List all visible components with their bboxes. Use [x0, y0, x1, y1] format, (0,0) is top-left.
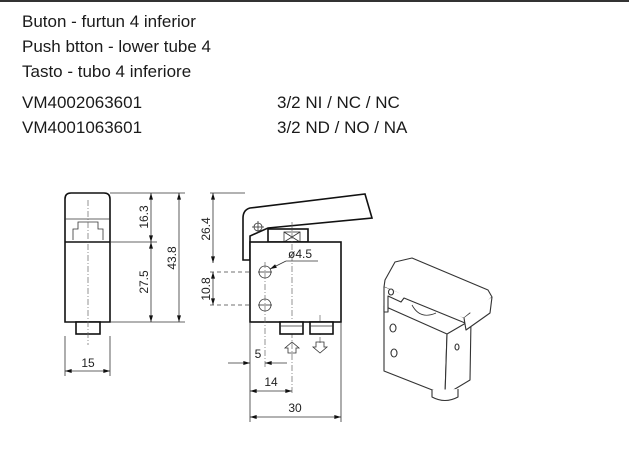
title-en: Push btton - lower tube 4 — [22, 37, 212, 56]
arrow-up-icon — [283, 341, 301, 354]
dim-hole-offset: 5 — [255, 347, 262, 361]
title-ro: Buton - furtun 4 inferior — [22, 12, 196, 31]
dim-side-total: 43.8 — [165, 246, 179, 270]
arrow-down-icon — [311, 341, 329, 354]
dim-side-bottom: 27.5 — [137, 270, 151, 294]
dim-hole-diameter: ø4.5 — [288, 247, 312, 261]
dim-front-top: 26.4 — [199, 217, 213, 241]
title-it: Tasto - tubo 4 inferiore — [22, 62, 192, 81]
dim-front-width: 30 — [288, 401, 302, 415]
dim-hole-pitch: 10.8 — [199, 277, 213, 301]
isometric-view — [383, 257, 493, 402]
dim-side-top: 16.3 — [137, 205, 151, 229]
top-border — [0, 0, 629, 2]
variant-function-1: 3/2 NI / NC / NC — [277, 93, 400, 112]
side-view: 16.3 27.5 43.8 15 — [64, 192, 185, 376]
variant-code-2: VM4001063601 — [22, 118, 143, 137]
variant-code-1: VM4002063601 — [22, 93, 143, 112]
dim-side-width: 15 — [81, 356, 95, 370]
variant-function-2: 3/2 ND / NO / NA — [277, 118, 408, 137]
dim-port-offset: 14 — [264, 375, 278, 389]
front-view: 26.4 10.8 ø4.5 5 14 30 — [199, 192, 374, 422]
